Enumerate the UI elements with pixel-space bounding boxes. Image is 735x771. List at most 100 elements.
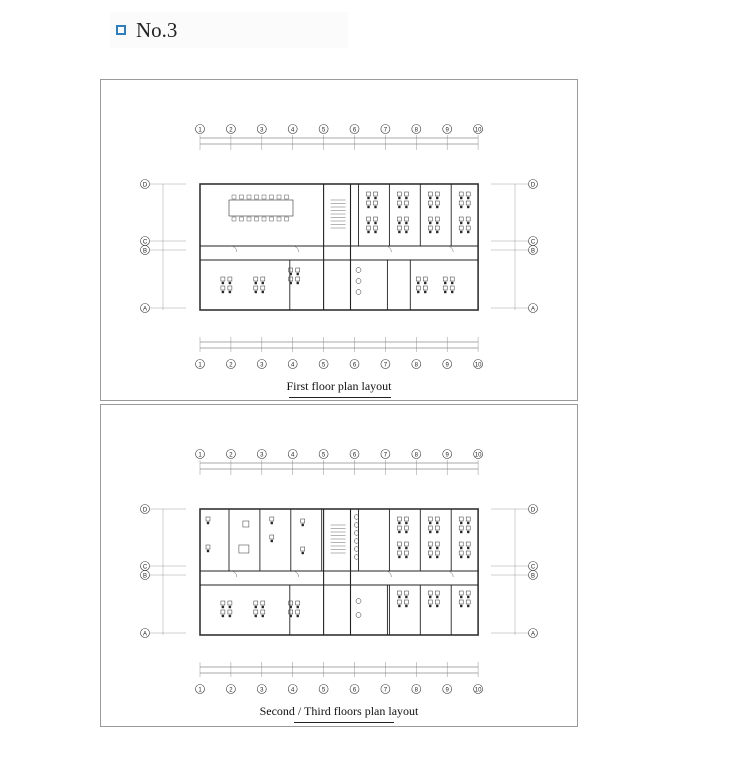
chair	[228, 290, 232, 294]
upper-floor-grid-bubble-top-3-label: 3	[260, 452, 264, 458]
first-floor-grid-bubble-right-A	[528, 303, 538, 313]
chair	[398, 221, 401, 225]
first-floor-grid-bubble-bottom-4-label: 4	[291, 362, 295, 368]
desk	[366, 225, 371, 231]
upper-floor-grid-bubble-bottom-3	[257, 684, 267, 694]
desk	[253, 600, 259, 606]
desk	[295, 276, 300, 282]
first-floor-conference-chair	[276, 216, 282, 222]
chair	[301, 551, 304, 555]
desk	[397, 216, 402, 222]
upper-floor-grid-bubble-top-1	[195, 449, 205, 459]
upper-floor-grid-bubble-bottom-1-label: 1	[198, 687, 202, 693]
desk	[465, 516, 471, 522]
upper-floor-grid-bubble-top-5-label: 5	[322, 452, 326, 458]
chair	[261, 290, 265, 294]
first-floor-grid-bubble-bottom-8-label: 8	[415, 362, 419, 368]
first-floor-grid-bubble-left-B-label: B	[143, 248, 147, 254]
desk	[458, 200, 464, 206]
chair	[429, 230, 432, 234]
desk	[465, 525, 471, 531]
chair	[296, 281, 299, 285]
desk	[253, 609, 259, 615]
upper-floor-grid-bubble-left-C-label: C	[143, 564, 148, 570]
first-floor-grid-bubble-left-D	[140, 179, 150, 189]
first-floor-conference-chair	[269, 194, 274, 200]
first-floor-door-swing	[385, 245, 392, 253]
desk	[435, 225, 440, 231]
first-floor-grid-bubble-bottom-1-label: 1	[198, 362, 202, 368]
chair	[429, 196, 432, 200]
chair	[228, 605, 232, 609]
desk	[458, 525, 464, 531]
chair	[296, 614, 299, 618]
desk	[435, 516, 440, 522]
desk	[465, 216, 471, 222]
chair	[374, 205, 377, 209]
desk	[465, 599, 471, 605]
desk	[288, 609, 293, 615]
first-floor-grid-bubble-bottom-9-label: 9	[446, 362, 450, 368]
chair	[221, 614, 225, 618]
desk	[397, 200, 402, 206]
chair	[417, 281, 420, 285]
desk	[449, 276, 455, 282]
desk	[205, 516, 211, 522]
upper-floor-door-swing	[447, 570, 454, 578]
upper-floor-grid-bubble-right-A-label: A	[531, 631, 535, 637]
chair	[436, 555, 439, 559]
second-third-caption-underline	[294, 722, 394, 723]
chair	[460, 604, 463, 608]
desk	[227, 609, 233, 615]
chair	[460, 230, 463, 234]
desk	[428, 599, 433, 605]
upper-floor-grid-bubble-bottom-10	[473, 684, 483, 694]
desk	[295, 267, 300, 273]
upper-floor-door-swing	[385, 570, 392, 578]
chair	[398, 196, 401, 200]
chair	[270, 539, 274, 543]
desk	[295, 609, 300, 615]
upper-floor-sofa	[238, 544, 250, 554]
first-floor-conference-chair	[261, 194, 267, 200]
upper-floor-grid-bubble-bottom-3-label: 3	[260, 687, 264, 693]
chair	[398, 604, 401, 608]
desk	[428, 550, 433, 556]
chair	[405, 604, 408, 608]
first-floor-conference-chair	[284, 216, 289, 222]
desk	[435, 216, 440, 222]
desk	[260, 276, 266, 282]
upper-floor-grid-bubble-top-4-label: 4	[291, 452, 295, 458]
first-floor-conference-chair	[231, 216, 237, 222]
desk	[300, 518, 305, 524]
first-floor-conference-chair	[254, 194, 259, 200]
first-floor-grid-bubble-top-2	[226, 124, 236, 134]
upper-floor-grid-bubble-bottom-9	[442, 684, 453, 694]
desk	[442, 276, 448, 282]
chair	[467, 221, 470, 225]
upper-floor-grid-bubble-left-B	[140, 570, 150, 580]
chair	[405, 555, 408, 559]
first-floor-grid-bubble-bottom-7	[380, 359, 391, 369]
first-floor-grid-bubble-top-3	[257, 124, 267, 134]
chair	[367, 221, 370, 225]
chair	[467, 595, 470, 599]
chair	[374, 221, 377, 225]
chair	[296, 272, 299, 276]
desk	[269, 534, 275, 540]
chair	[460, 595, 463, 599]
desk	[442, 285, 448, 291]
upper-floor-grid-bubble-bottom-7	[380, 684, 391, 694]
first-floor-grid-bubble-top-2-label: 2	[229, 127, 233, 133]
chair	[398, 521, 401, 525]
chair	[429, 555, 432, 559]
upper-floor-grid-bubble-top-7-label: 7	[384, 452, 388, 458]
first-floor-conference-chair	[284, 194, 289, 200]
desk	[404, 525, 409, 531]
desk	[428, 200, 433, 206]
desk	[465, 541, 471, 547]
chair	[289, 281, 292, 285]
desk	[260, 609, 266, 615]
first-floor-grid-bubble-top-8	[411, 124, 422, 134]
